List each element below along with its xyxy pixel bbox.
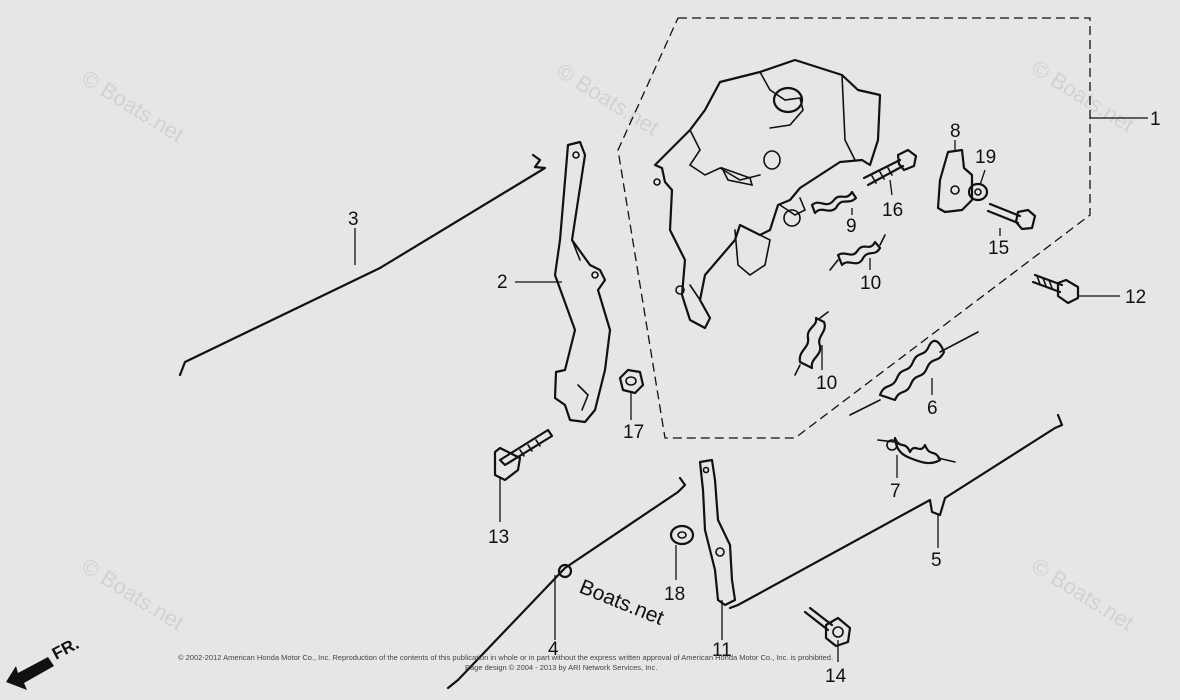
callout-7: 7: [890, 481, 901, 502]
callout-8: 8: [950, 121, 961, 142]
callout-18: 18: [664, 584, 685, 605]
callout-17: 17: [623, 422, 644, 443]
part-throttle-return-spring: [877, 436, 956, 465]
callout-2: 2: [497, 272, 508, 293]
callout-14: 14: [825, 666, 847, 687]
callout-9: 9: [846, 216, 857, 237]
arrow-icon: [6, 657, 54, 690]
callouts: 1 2 3 4 5 6 7 8 9 10 10 11 12 13 14 15 1…: [348, 109, 1161, 687]
callout-16: 16: [882, 200, 903, 221]
callout-1: 1: [1150, 109, 1161, 130]
callout-12: 12: [1125, 287, 1146, 308]
part-spring-upper: [829, 234, 886, 271]
front-direction-indicator: FR.: [6, 634, 82, 690]
watermark: © Boats.net: [77, 65, 188, 147]
callout-13: 13: [488, 527, 509, 548]
part-throttle-rod: [178, 153, 547, 377]
part-governor-rod: [728, 413, 1064, 610]
part-control-base: [653, 58, 882, 330]
part-control-cable-clamp: [936, 148, 974, 214]
leader-lines: [354, 117, 1148, 662]
watermark: © Boats.net: [1027, 553, 1138, 635]
part-throttle-lever: [553, 140, 612, 424]
part-bolt-16: [862, 148, 918, 187]
callout-15: 15: [988, 238, 1009, 259]
part-bolt-14: [803, 606, 852, 648]
part-choke-rod: [446, 476, 687, 690]
callout-10: 10: [816, 373, 837, 394]
part-t-bolt: [493, 428, 554, 482]
callout-3: 3: [348, 209, 359, 230]
part-spring-middle: [794, 311, 829, 376]
part-flange-bolt-12: [1031, 273, 1080, 305]
part-nut-17: [618, 368, 645, 395]
part-washer-19: [967, 182, 989, 202]
part-choke-lever: [698, 458, 737, 607]
watermark: © Boats.net: [552, 58, 663, 140]
callout-19: 19: [975, 147, 996, 168]
watermark: © Boats.net: [1027, 55, 1138, 137]
part-bolt-15: [986, 202, 1037, 231]
callout-6: 6: [927, 398, 938, 419]
copyright-footer: © 2002-2012 American Honda Motor Co., In…: [178, 653, 833, 662]
part-washer-18: [669, 524, 695, 546]
part-governor-spring: [849, 331, 979, 416]
watermark: © Boats.net: [77, 553, 188, 635]
callout-10: 10: [860, 273, 881, 294]
assembly-boundary: [617, 17, 1091, 439]
callout-4: 4: [548, 639, 559, 660]
page-design-footer: Page design © 2004 - 2013 by ARI Network…: [465, 663, 657, 672]
callout-5: 5: [931, 550, 942, 571]
part-choke-spring: [810, 190, 858, 215]
direction-label: FR.: [49, 634, 82, 664]
callout-11: 11: [712, 640, 732, 661]
brand-label: Boats.net: [576, 575, 667, 630]
